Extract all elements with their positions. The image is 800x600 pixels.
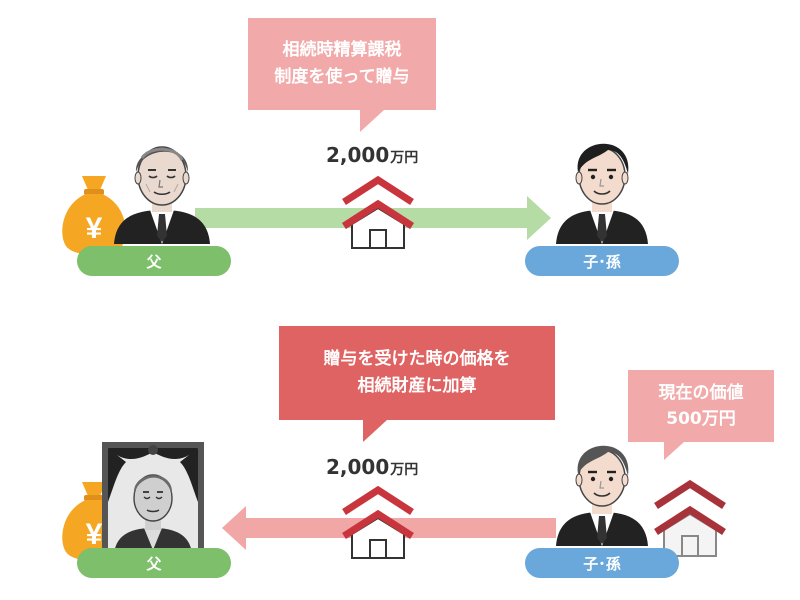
top-price-amount: 2,000	[326, 143, 390, 167]
bottom-speech-bubble: 贈与を受けた時の価格を 相続財産に加算	[279, 326, 555, 442]
memorial-portrait-icon	[102, 442, 204, 560]
top-child-label: 子･孫	[525, 246, 679, 276]
bottom-child-label: 子･孫	[525, 548, 679, 578]
top-section: 相続時精算課税 制度を使って贈与 2,000万円 ¥	[0, 0, 800, 290]
current-value-amount: 500	[666, 409, 702, 429]
bottom-price-amount: 2,000	[326, 455, 390, 479]
top-father-avatar	[114, 146, 210, 244]
top-money-bag-icon: ¥	[62, 176, 126, 255]
bottom-price: 2,000万円	[326, 455, 418, 479]
current-value-bubble: 現在の価値 500万円	[628, 370, 774, 460]
top-bubble-tail	[360, 110, 384, 132]
bottom-bubble-line2: 相続財産に加算	[357, 376, 477, 396]
top-price-unit: 万円	[390, 150, 419, 166]
bottom-bubble-tail	[363, 420, 387, 442]
bottom-father-label: 父	[77, 548, 231, 578]
bottom-son-avatar	[556, 445, 648, 546]
top-house-icon	[342, 176, 414, 249]
top-bubble-line2: 制度を使って贈与	[274, 67, 410, 87]
svg-text:¥: ¥	[86, 518, 103, 551]
current-value-line2: 500万円	[666, 406, 736, 432]
current-value-unit: 万円	[701, 409, 736, 429]
bottom-bubble-line1: 贈与を受けた時の価格を	[323, 349, 511, 369]
top-price: 2,000万円	[326, 143, 418, 167]
current-value-line1: 現在の価値	[658, 383, 744, 403]
top-son-avatar	[556, 143, 648, 244]
top-speech-bubble: 相続時精算課税 制度を使って贈与	[248, 18, 436, 132]
bottom-section: 贈与を受けた時の価格を 相続財産に加算 現在の価値 500万円 2,000万円 …	[0, 300, 800, 600]
current-value-house-icon	[654, 479, 726, 557]
top-bubble-line1: 相続時精算課税	[282, 40, 402, 60]
bottom-house-icon	[342, 486, 414, 559]
svg-text:¥: ¥	[86, 212, 103, 245]
bottom-price-unit: 万円	[390, 462, 419, 478]
top-father-label: 父	[77, 246, 231, 276]
current-value-bubble-tail	[664, 442, 684, 460]
